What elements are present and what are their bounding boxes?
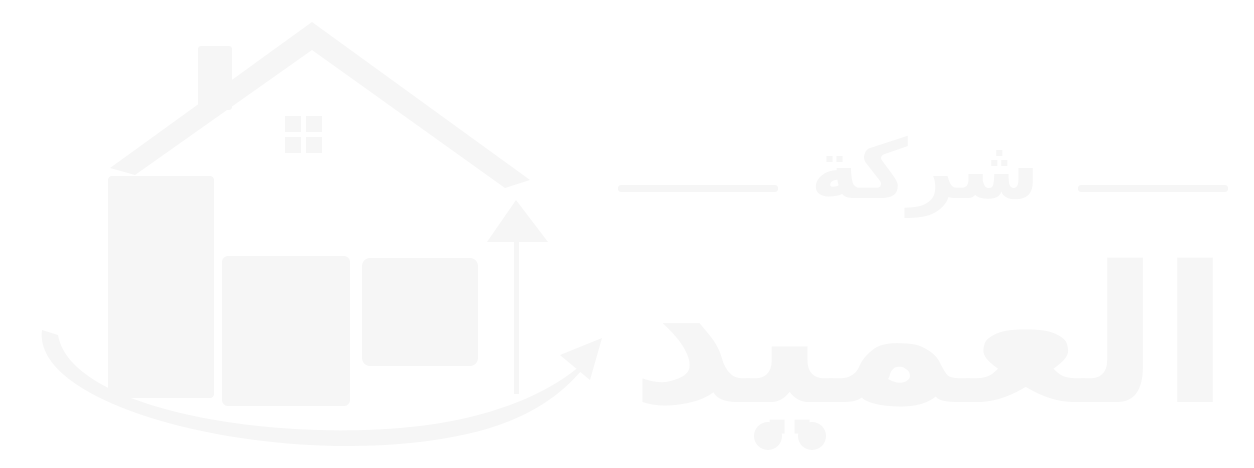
- logo-dots-decoration: [754, 422, 826, 450]
- logo-word-name: العميد: [630, 226, 1230, 447]
- left-rule-decoration: [618, 185, 778, 192]
- logo-word-company: شركة: [810, 123, 1039, 218]
- swoosh-icon: [41, 330, 602, 447]
- house-icon: [108, 22, 548, 406]
- right-rule-decoration: [1078, 185, 1228, 192]
